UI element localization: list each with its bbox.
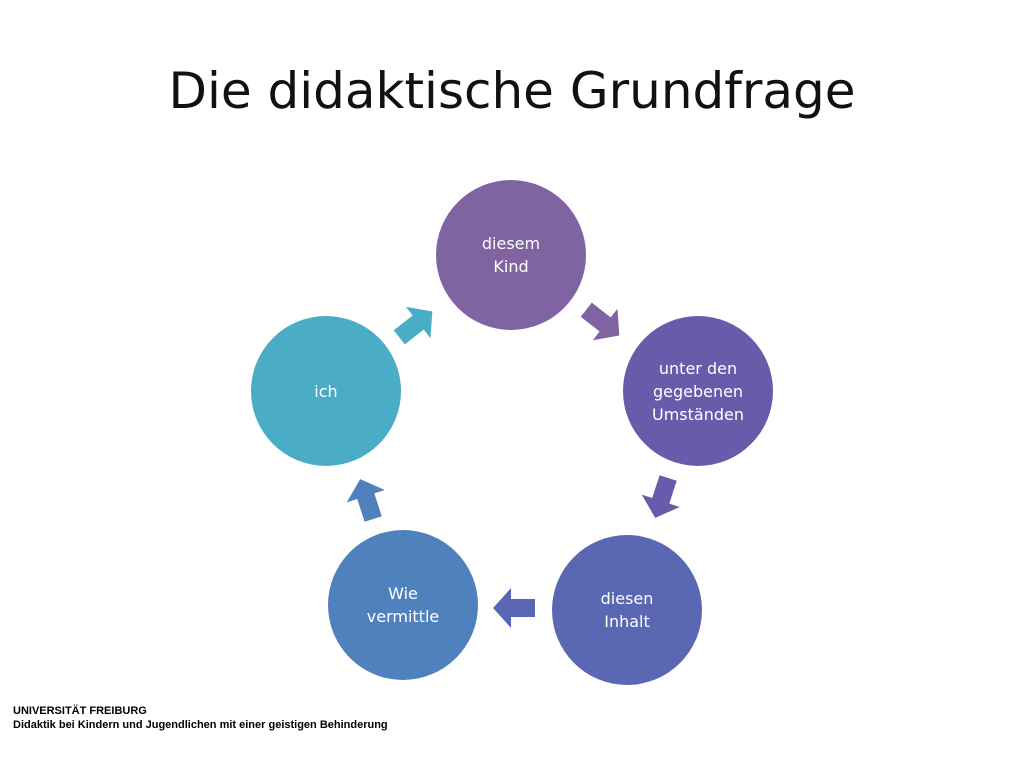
arrow-inhalt-to-vermittle	[493, 588, 535, 628]
arrow-ich-to-kind	[386, 295, 445, 354]
footer-department: Didaktik bei Kindern und Jugendlichen mi…	[13, 719, 388, 731]
node-ich: ich	[251, 316, 401, 466]
node-diesem-kind: diesem Kind	[436, 180, 586, 330]
arrow-umstaende-to-inhalt	[636, 471, 688, 525]
footer-university: UNIVERSITÄT FREIBURG	[13, 705, 147, 717]
node-label: diesen Inhalt	[600, 589, 654, 631]
node-label: diesem Kind	[481, 234, 541, 276]
node-label: ich	[314, 381, 338, 401]
node-label: unter den gegebenen Umständen	[652, 358, 744, 424]
arrow-vermittle-to-ich	[341, 472, 393, 526]
slide-title: Die didaktische Grundfrage	[168, 62, 856, 120]
arrow-kind-to-umstaende	[573, 293, 632, 352]
node-diesen-inhalt: diesen Inhalt	[552, 535, 702, 685]
node-unter-den-gegebenen-umstaenden: unter den gegebenen Umständen	[623, 316, 773, 466]
node-wie-vermittle: Wie vermittle	[328, 530, 478, 680]
node-label: Wie vermittle	[366, 584, 440, 626]
footer: UNIVERSITÄT FREIBURG Didaktik bei Kinder…	[13, 704, 388, 732]
